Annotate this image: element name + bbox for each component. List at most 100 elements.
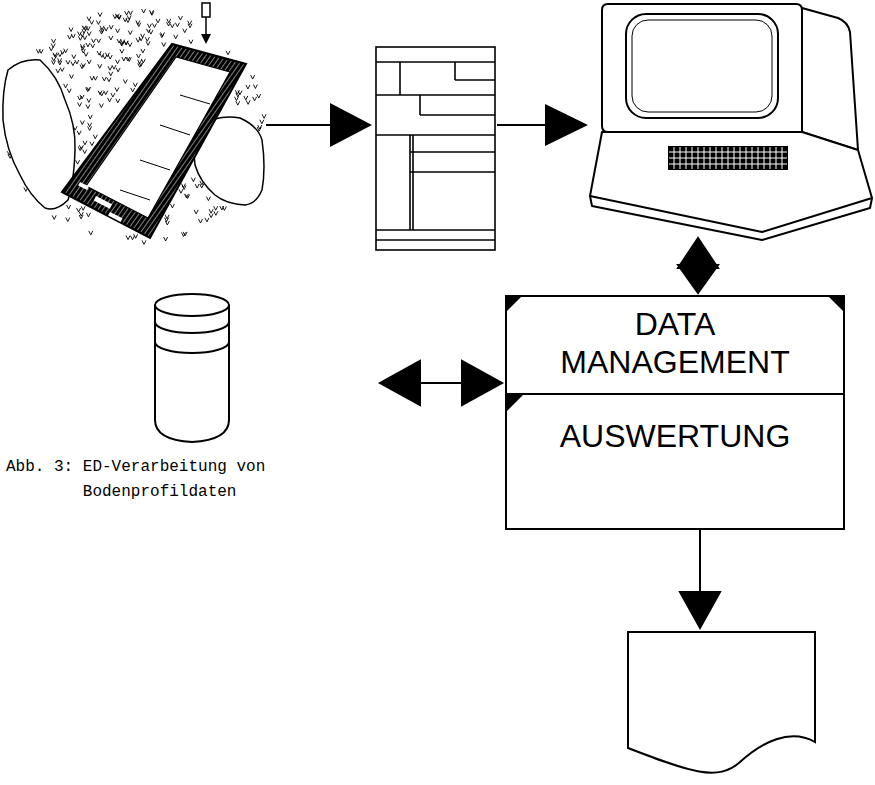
grass-tick: [80, 65, 84, 69]
grass-tick: [71, 34, 75, 38]
grass-tick: [236, 101, 240, 105]
grass-tick: [82, 29, 86, 33]
grass-tick: [109, 25, 113, 29]
grass-tick: [75, 60, 79, 64]
grass-tick: [195, 184, 199, 188]
grass-tick: [78, 96, 82, 100]
grass-tick: [83, 150, 87, 154]
box-section: AUSWERTUNG: [505, 395, 845, 530]
grass-tick: [49, 47, 53, 51]
box-label: DATA MANAGEMENT: [552, 305, 798, 382]
grass-tick: [120, 41, 124, 45]
grass-tick: [234, 97, 238, 101]
grass-tick: [131, 88, 135, 92]
grass-tick: [128, 43, 132, 47]
grass-tick: [183, 29, 187, 33]
flow-arrow: [330, 103, 372, 147]
grass-tick: [116, 60, 120, 64]
printout: [628, 632, 815, 773]
grass-tick: [103, 55, 107, 59]
grass-tick: [76, 160, 80, 164]
grass-tick: [260, 120, 264, 124]
grass-tick: [104, 91, 108, 95]
pit-floor-marks: [120, 95, 210, 200]
grass-tick: [116, 29, 120, 33]
grass-tick: [183, 232, 187, 236]
grass-tick: [77, 131, 81, 135]
grass-tick: [146, 41, 150, 45]
grass-tick: [89, 231, 93, 235]
grass-tick: [98, 13, 102, 17]
grass-tick: [105, 53, 109, 57]
grass-tick: [86, 43, 90, 47]
grass-tick: [122, 57, 126, 61]
grass-tick: [91, 44, 95, 48]
corner-mark: [505, 295, 523, 313]
grass-tick: [87, 87, 91, 91]
flow-arrow: [680, 592, 720, 628]
grass-tick: [149, 10, 153, 14]
grass-tick: [66, 218, 70, 222]
grass-tick: [78, 32, 82, 36]
keyboard-key: [669, 152, 787, 153]
grass-tick: [80, 121, 84, 125]
grass-tick: [253, 84, 257, 88]
grass-tick: [251, 75, 255, 79]
grass-tick: [165, 221, 169, 225]
box-label: AUSWERTUNG: [552, 417, 798, 455]
grass-tick: [87, 32, 91, 36]
grass-tick: [119, 42, 123, 46]
grass-tick: [72, 55, 76, 59]
grass-tick: [109, 36, 113, 40]
soil-pit: [62, 44, 246, 238]
grass-tick: [104, 27, 108, 31]
grass-tick: [178, 16, 182, 20]
grass-tick: [100, 26, 104, 30]
corner-mark: [505, 395, 523, 413]
grass-tick: [141, 59, 145, 63]
grass-tick: [139, 62, 143, 66]
grass-tick: [133, 83, 137, 87]
flow-arrow: [380, 361, 420, 405]
grass-tick: [209, 214, 213, 218]
grass-tick: [83, 141, 87, 145]
grass-tick: [109, 72, 113, 76]
grass-tick: [147, 24, 151, 28]
grass-tick: [93, 135, 97, 139]
grass-tick: [98, 91, 102, 95]
grass-tick: [39, 49, 43, 53]
grass-tick: [115, 14, 119, 18]
grass-tick: [78, 36, 82, 40]
stone: [3, 60, 75, 209]
pit-floor: [86, 57, 230, 218]
flow-arrow: [678, 265, 718, 293]
grass-tick: [86, 105, 90, 109]
process-box: DATA MANAGEMENT AUSWERTUNG: [505, 295, 845, 530]
grass-tick: [98, 64, 102, 68]
grass-tick: [102, 77, 106, 81]
grass-tick: [86, 88, 90, 92]
grass-tick: [64, 84, 68, 88]
grass-tick: [52, 215, 56, 219]
grass-tick: [220, 206, 224, 210]
grass-tick: [108, 66, 112, 70]
keyboard-key: [669, 164, 787, 165]
grass-tick: [56, 69, 60, 73]
grass-tick: [68, 35, 72, 39]
grass-tick: [153, 23, 157, 27]
grass-tick: [64, 49, 68, 53]
grass-tick: [145, 37, 149, 41]
grass-tick: [69, 28, 73, 32]
grass-tick: [253, 97, 257, 101]
grass-tick: [206, 197, 210, 201]
grass-tick: [125, 11, 129, 15]
grass-tick: [136, 21, 140, 25]
grass-tick: [214, 206, 218, 210]
grass-tick: [90, 142, 94, 146]
grass-tick: [165, 215, 169, 219]
grass-tick: [170, 24, 174, 28]
grass-tick: [179, 189, 183, 193]
grass-tick: [60, 67, 64, 71]
grass-tick: [199, 219, 203, 223]
grass-tick: [78, 147, 82, 151]
